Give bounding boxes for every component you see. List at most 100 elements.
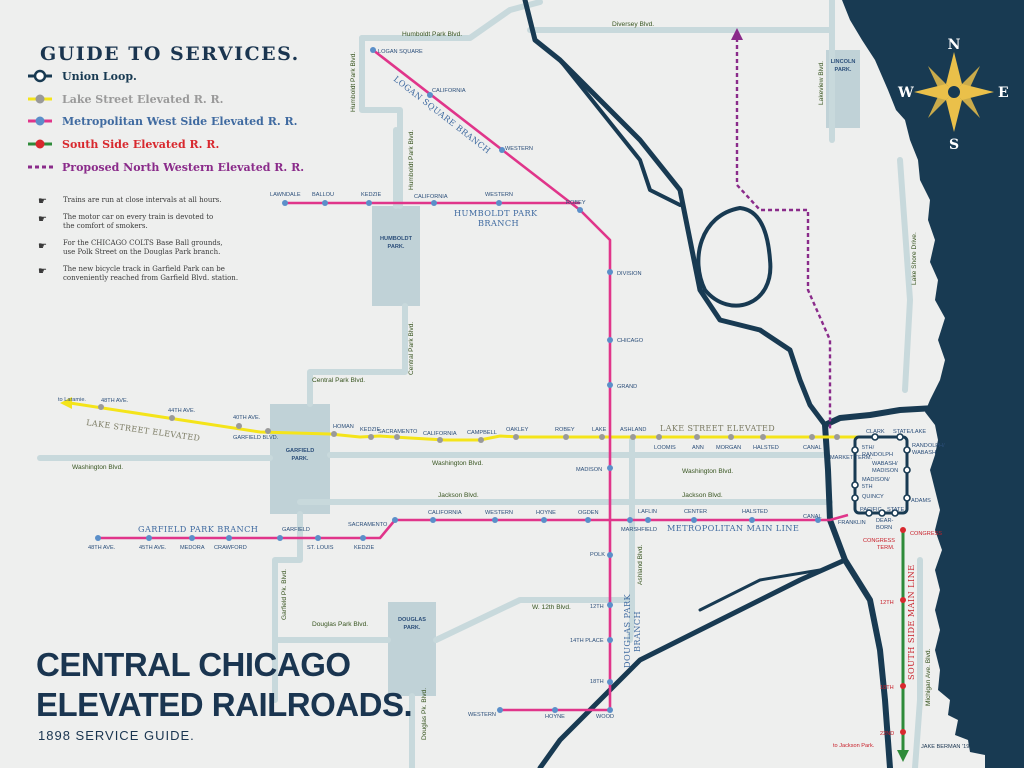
station-to-laramie: to Laramie. xyxy=(58,397,86,403)
station-madison: MADISON xyxy=(576,467,602,473)
station-wabash-madison-1: WABASH/ xyxy=(872,461,898,467)
station-morgan: MORGAN xyxy=(716,445,741,451)
branch-label-douglas-2: BRANCH xyxy=(632,611,642,652)
station-44th-lake: 44TH AVE. xyxy=(168,408,196,414)
legend-label-metropolitan: Metropolitan West Side Elevated R. R. xyxy=(62,115,297,128)
station-st-louis: ST. LOUIS xyxy=(307,545,334,551)
guide-note-2: ☛ The motor car on every train is devote… xyxy=(38,213,213,230)
station-chicago: CHICAGO xyxy=(617,338,644,344)
street-label-humboldt-v2: Humboldt Park Blvd. xyxy=(408,130,415,190)
station-polk: POLK xyxy=(590,552,605,558)
station-dot xyxy=(607,637,613,643)
station-hoyne-douglas: HOYNE xyxy=(545,714,565,720)
guide-note-4: ☛ The new bicycle track in Garfield Park… xyxy=(38,265,238,282)
north-western-arrow-icon xyxy=(731,28,743,40)
loop-station-dot xyxy=(871,433,879,441)
station-kedzie-humboldt: KEDZIE xyxy=(361,192,381,198)
street-label-douglas-park: Douglas Park Blvd. xyxy=(312,621,368,628)
station-dot xyxy=(607,602,613,608)
station-market-term: MARKET TERM. xyxy=(830,455,873,461)
station-dot xyxy=(315,535,321,541)
station-dot xyxy=(146,535,152,541)
branch-label-south-side: SOUTH SIDE MAIN LINE xyxy=(906,564,916,680)
street-label-michigan: Michigan Ave. Blvd. xyxy=(925,648,932,706)
park-label-humboldt-1: HUMBOLDT xyxy=(380,236,413,242)
loop-station-dot xyxy=(903,494,911,502)
station-dot xyxy=(563,434,569,440)
station-48th-lake: 48TH AVE. xyxy=(101,398,129,404)
station-laflin: LAFLIN xyxy=(638,509,657,515)
station-oakley: OAKLEY xyxy=(506,427,529,433)
station-dot xyxy=(607,269,613,275)
station-5th-randolph-1: 5TH/ xyxy=(862,445,875,451)
compass-w: W xyxy=(897,85,914,101)
guide-note-text: Trains are run at close intervals at all… xyxy=(63,196,222,204)
branch-label-lake-street-east: LAKE STREET ELEVATED xyxy=(660,424,775,433)
station-center: CENTER xyxy=(684,509,707,515)
pointing-hand-icon: ☛ xyxy=(38,196,47,207)
station-madison-5th-1: MADISON/ xyxy=(862,477,890,483)
guide-note-3: ☛ For the CHICAGO COLTS Base Ball ground… xyxy=(38,239,223,256)
station-dot xyxy=(366,200,372,206)
south-side-arrow-icon xyxy=(897,750,909,762)
station-robey-lake: ROBEY xyxy=(555,427,575,433)
station-wabash-madison-2: MADISON xyxy=(872,468,898,474)
station-madison-5th-2: 5TH xyxy=(862,484,873,490)
station-congress-term-1: CONGRESS xyxy=(863,538,895,544)
station-franklin: FRANKLIN xyxy=(838,520,866,526)
station-dot xyxy=(599,434,605,440)
station-dot xyxy=(492,517,498,523)
station-dot xyxy=(394,434,400,440)
loop-station-dot xyxy=(865,509,873,517)
station-dot xyxy=(427,92,433,98)
street-label-central-park-h: Central Park Blvd. xyxy=(312,377,365,384)
station-dot xyxy=(577,207,583,213)
station-logan-square: LOGAN SQUARE xyxy=(378,49,423,55)
street-label-ashland: Ashland Blvd. xyxy=(637,545,644,585)
station-dot xyxy=(694,434,700,440)
station-western-douglas: WESTERN xyxy=(468,712,496,718)
legend-swatch-union-loop xyxy=(28,69,52,83)
title-block: CENTRAL CHICAGO ELEVATED RAILROADS. 1898… xyxy=(36,646,413,743)
lake-shore-drive xyxy=(897,157,913,393)
station-dot xyxy=(656,434,662,440)
branch-label-humboldt-2: BRANCH xyxy=(478,218,519,228)
pointing-hand-icon: ☛ xyxy=(38,241,47,252)
station-california-lake: CALIFORNIA xyxy=(423,431,457,437)
station-dot xyxy=(900,729,906,735)
station-dot xyxy=(236,423,242,429)
station-garfield: GARFIELD xyxy=(282,527,310,533)
station-pacific: PACIFIC xyxy=(860,507,882,513)
station-clark: CLARK xyxy=(866,429,885,435)
station-adams: ADAMS xyxy=(911,498,931,504)
loop-station-dot xyxy=(851,446,859,454)
compass-e: E xyxy=(998,85,1009,101)
pointing-hand-icon: ☛ xyxy=(38,214,47,225)
loop-station-dot xyxy=(851,494,859,502)
station-dot xyxy=(431,200,437,206)
legend-label-lake-street: Lake Street Elevated R. R. xyxy=(62,93,224,106)
station-dot xyxy=(809,434,815,440)
logan-square-branch xyxy=(372,48,612,520)
park-label-lincoln-1: LINCOLN xyxy=(831,59,856,65)
station-loomis: LOOMIS xyxy=(654,445,676,451)
station-campbell: CAMPBELL xyxy=(467,430,497,436)
loop-station-dot xyxy=(851,481,859,489)
guide-heading: GUIDE TO SERVICES. xyxy=(40,43,300,65)
station-dot xyxy=(900,527,906,533)
station-california-humboldt: CALIFORNIA xyxy=(414,194,448,200)
station-labels: LOGAN SQUARE CALIFORNIA WESTERN ROBEY LA… xyxy=(58,49,945,749)
station-40th-lake: 40TH AVE. xyxy=(233,415,261,421)
street-label-diversey: Diversey Blvd. xyxy=(612,21,654,28)
map-title-line-2: ELEVATED RAILROADS. xyxy=(36,686,412,723)
north-western-line xyxy=(731,28,832,430)
station-dot xyxy=(630,434,636,440)
station-dot xyxy=(189,535,195,541)
station-dot xyxy=(585,517,591,523)
boulevards xyxy=(37,0,923,768)
station-dot xyxy=(834,434,840,440)
station-ann: ANN xyxy=(692,445,704,451)
station-state: STATE xyxy=(887,507,904,513)
legend-swatch-lake-street xyxy=(28,94,52,104)
station-hoyne-metro: HOYNE xyxy=(536,510,556,516)
